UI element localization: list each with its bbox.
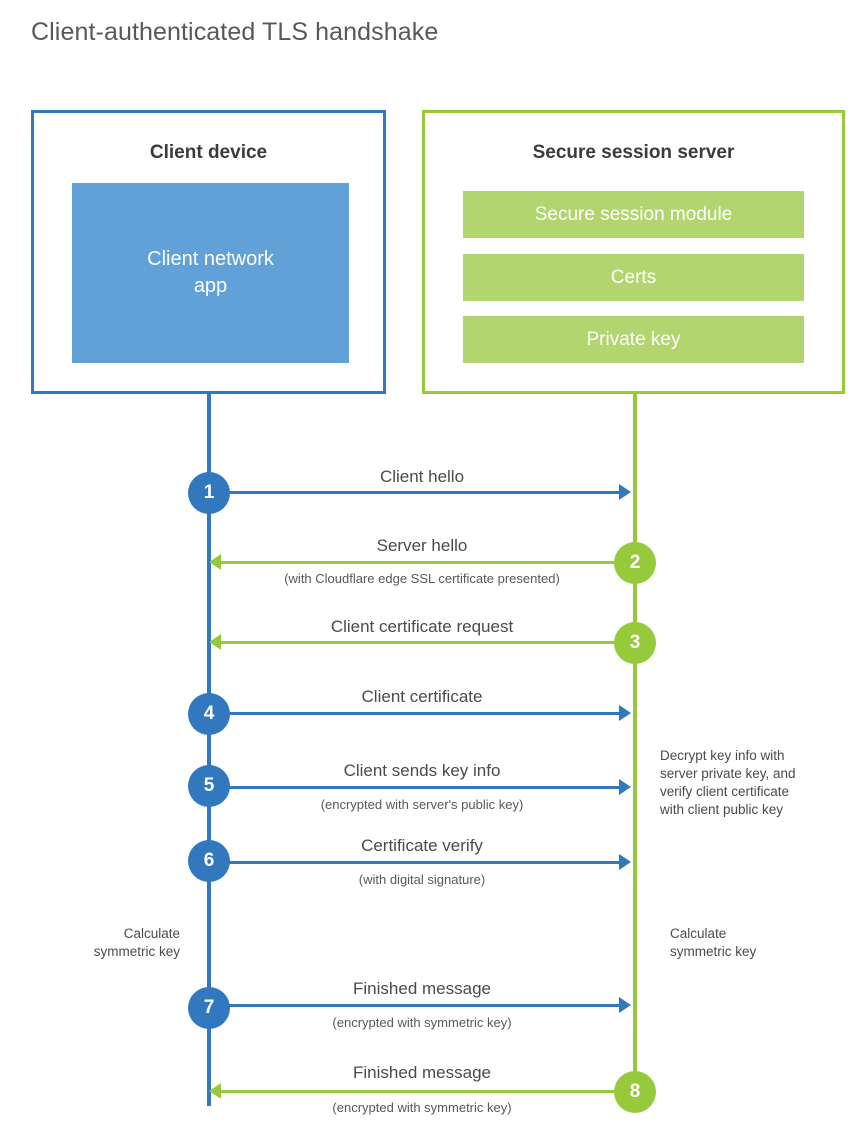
server-bar-secure-session-module: Secure session module	[463, 191, 804, 238]
step-3-number-badge: 3	[614, 622, 656, 664]
step-4-arrow-line	[209, 712, 621, 715]
client-lifeline	[207, 394, 211, 1106]
step-8-arrow-line	[221, 1090, 635, 1093]
step-7-label: Finished message	[353, 979, 491, 998]
server-decrypt-note-line1: Decrypt key info with	[660, 748, 785, 763]
server-calculate-note-line2: symmetric key	[670, 944, 757, 959]
step-2-arrow-line	[221, 561, 635, 564]
client-calculate-symmetric-key-note: Calculate symmetric key	[10, 925, 180, 961]
step-6-arrow-head-icon	[619, 854, 631, 870]
client-network-app-block: Client network app	[72, 183, 349, 363]
client-app-label-line2: app	[193, 275, 228, 297]
step-2-sublabel: (with Cloudflare edge SSL certificate pr…	[284, 571, 560, 586]
client-calculate-note-line2: symmetric key	[93, 944, 180, 959]
step-3-arrow-head-icon	[209, 634, 221, 650]
step-7-arrow-head-icon	[619, 997, 631, 1013]
server-decrypt-note: Decrypt key info with server private key…	[660, 747, 860, 819]
step-6-arrow-line	[209, 861, 621, 864]
server-calculate-symmetric-key-note: Calculate symmetric key	[670, 925, 850, 961]
step-5-arrow-head-icon	[619, 779, 631, 795]
step-1-label: Client hello	[379, 467, 465, 486]
client-calculate-note-line1: Calculate	[123, 926, 180, 941]
step-6-label: Certificate verify	[361, 836, 483, 855]
secure-session-server-title: Secure session server	[532, 142, 735, 163]
client-device-box: Client device Client network app	[31, 110, 386, 394]
step-1-number-badge: 1	[188, 472, 230, 514]
step-7-number-badge: 7	[188, 987, 230, 1029]
server-calculate-note-line1: Calculate	[670, 926, 727, 941]
secure-session-server-box: Secure session server Secure session mod…	[422, 110, 845, 394]
step-2-label: Server hello	[376, 536, 468, 555]
step-4-arrow-head-icon	[619, 705, 631, 721]
server-lifeline	[633, 394, 637, 1092]
step-7-sublabel: (encrypted with symmetric key)	[332, 1015, 512, 1030]
page-title: Client-authenticated TLS handshake	[31, 18, 439, 46]
step-8-arrow-head-icon	[209, 1083, 221, 1099]
step-8-number-badge: 8	[614, 1071, 656, 1113]
step-6-sublabel: (with digital signature)	[358, 872, 486, 887]
server-decrypt-note-line3: verify client certificate	[660, 784, 790, 799]
client-app-label-line1: Client network	[147, 248, 274, 270]
step-3-label: Client certificate request	[330, 617, 514, 636]
step-5-sublabel: (encrypted with server's public key)	[320, 797, 524, 812]
step-4-label: Client certificate	[361, 687, 483, 706]
step-7-arrow-line	[209, 1004, 621, 1007]
client-device-title: Client device	[149, 142, 268, 163]
step-1-arrow-line	[209, 491, 621, 494]
step-8-label: Finished message	[353, 1063, 491, 1082]
step-8-sublabel: (encrypted with symmetric key)	[332, 1100, 512, 1115]
step-5-arrow-line	[209, 786, 621, 789]
step-6-number-badge: 6	[188, 840, 230, 882]
step-4-number-badge: 4	[188, 693, 230, 735]
server-bar-certs: Certs	[463, 254, 804, 301]
step-5-label: Client sends key info	[343, 761, 501, 780]
server-decrypt-note-line2: server private key, and	[660, 766, 796, 781]
step-2-arrow-head-icon	[209, 554, 221, 570]
step-1-arrow-head-icon	[619, 484, 631, 500]
step-3-arrow-line	[221, 641, 635, 644]
step-5-number-badge: 5	[188, 765, 230, 807]
server-decrypt-note-line4: with client public key	[660, 802, 784, 817]
server-bar-private-key: Private key	[463, 316, 804, 363]
step-2-number-badge: 2	[614, 542, 656, 584]
